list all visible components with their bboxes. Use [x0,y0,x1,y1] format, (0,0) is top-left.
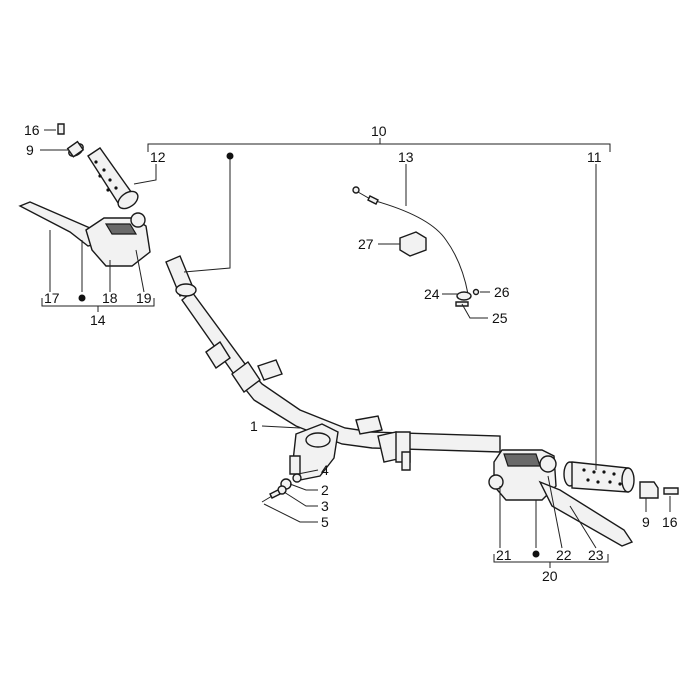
left-master-cylinder [18,201,151,267]
left-bar-end [57,123,85,158]
callout-24: 24 [424,286,440,302]
callout-9-right: 9 [642,514,650,530]
right-master-cylinder [488,449,634,547]
callout-4: 4 [321,462,329,478]
bolt-washer-stack [261,473,302,503]
callout-25: 25 [492,310,508,326]
callout-labels: 10 12 13 11 16 9 27 24 26 25 17 18 19 14… [24,122,678,584]
callout-26: 26 [494,284,510,300]
right-bar-end [639,481,679,499]
reference-dots [78,152,540,558]
right-grip [563,461,635,493]
callout-20: 20 [542,568,558,584]
left-grip [87,147,139,210]
handlebar [181,290,501,471]
callout-16-right: 16 [662,514,678,530]
callout-12: 12 [150,149,166,165]
left-grip-sleeve [165,255,197,297]
cable-clip [455,288,480,307]
callout-27: 27 [358,236,374,252]
callout-23: 23 [588,547,604,563]
callout-19: 19 [136,290,152,306]
callout-11: 11 [587,149,602,165]
callout-14: 14 [90,312,106,328]
callout-13: 13 [398,149,414,165]
callout-10: 10 [371,123,387,139]
throttle-cable [352,186,469,295]
callout-5: 5 [321,514,329,530]
callout-16-left: 16 [24,122,40,138]
handlebar-clamp [289,423,339,481]
callout-3: 3 [321,498,329,514]
callout-17: 17 [44,290,60,306]
switch-housing [399,231,427,257]
callout-18: 18 [102,290,118,306]
callout-9-left: 9 [26,142,34,158]
callout-1: 1 [250,418,258,434]
callout-22: 22 [556,547,572,563]
callout-2: 2 [321,482,329,498]
leader-lines [40,129,671,568]
callout-21: 21 [496,547,512,563]
